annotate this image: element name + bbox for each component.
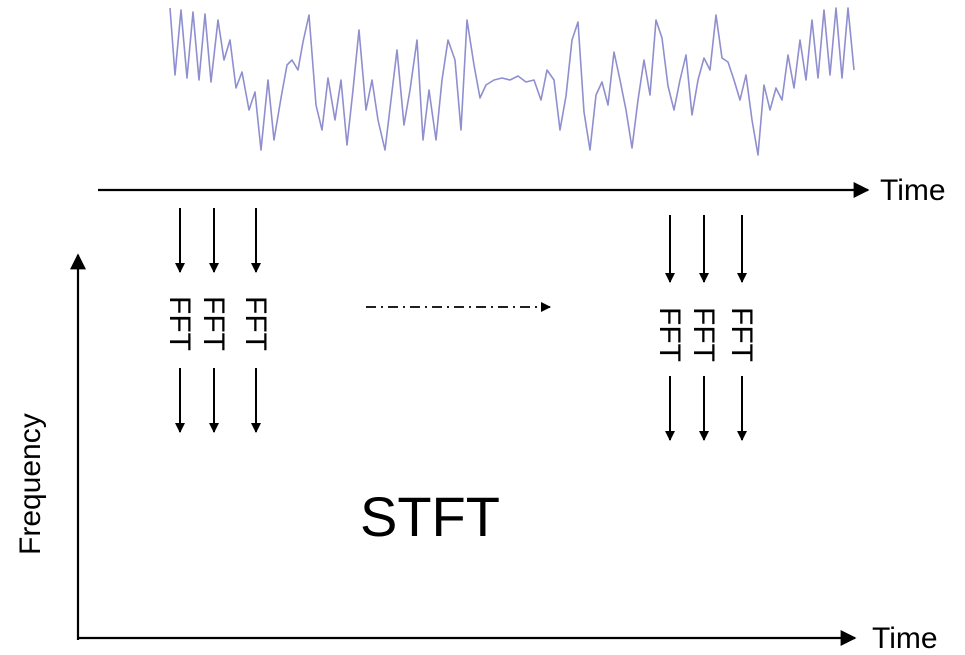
fft-block-label: FFT <box>163 296 196 351</box>
fft-block-label: FFT <box>653 307 686 362</box>
signal-waveform <box>169 7 855 156</box>
fft-block-label: FFT <box>687 307 720 362</box>
frequency-axis-label: Frequency <box>14 413 47 555</box>
fft-group-left: FFT FFT FFT <box>163 208 272 433</box>
time-axis-top-label: Time <box>880 174 946 207</box>
fft-block-label: FFT <box>725 307 758 362</box>
stft-title: STFT <box>360 485 500 548</box>
fft-block-label: FFT <box>239 296 272 351</box>
fft-group-right: FFT FFT FFT <box>653 215 758 441</box>
fft-block-label: FFT <box>197 296 230 351</box>
time-axis-bottom-label: Time <box>872 622 938 655</box>
